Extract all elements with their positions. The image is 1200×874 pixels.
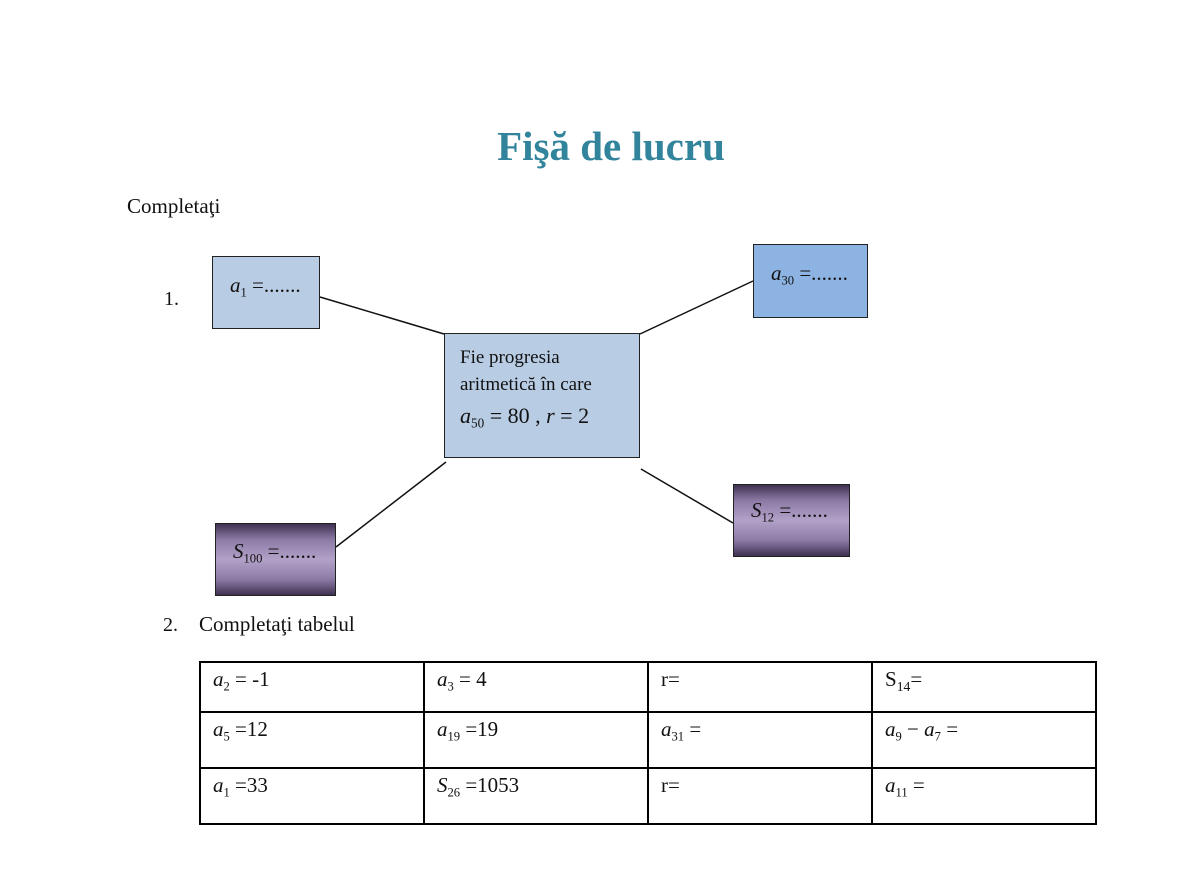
exercise-table: a2 = -1 a3 = 4 r= S14= a5 =12 a19 =19 a3… [199,661,1097,825]
table-cell: a3 = 4 [423,661,649,713]
box-a30-text: a30 =....... [771,261,848,288]
table-cell: a2 = -1 [199,661,425,713]
center-line-2: aritmetică în care [460,374,592,395]
box-a1-text: a1 =....... [230,273,301,300]
connector-s100 [335,461,447,548]
box-a1: a1 =....... [212,256,320,329]
section-2-heading: Completaţi tabelul [199,612,355,636]
box-s100-text: S100 =....... [233,539,317,566]
table-row: a2 = -1 a3 = 4 r= S14= [199,661,1097,713]
connector-s12 [640,468,734,524]
box-s100: S100 =....... [215,523,336,596]
table-cell: a5 =12 [199,711,425,769]
center-box-text: Fie progresia aritmetică în care a50 = 8… [460,344,592,431]
table-cell: S26 =1053 [423,767,649,825]
table-cell: a31 = [647,711,873,769]
connector-a1 [319,296,445,335]
table-cell: a1 =33 [199,767,425,825]
table-cell: r= [647,767,873,825]
worksheet-title: Fişă de lucru [497,123,725,169]
table-cell: a11 = [871,767,1097,825]
center-formula: a50 = 80 , r = 2 [460,403,590,431]
center-box-premise: Fie progresia aritmetică în care a50 = 8… [444,333,640,458]
table-row: a5 =12 a19 =19 a31 = a9 − a7 = [199,711,1097,769]
box-s12: S12 =....... [733,484,850,557]
center-line-1: Fie progresia [460,347,560,368]
table-cell: a19 =19 [423,711,649,769]
table-cell: S14= [871,661,1097,713]
table-row: a1 =33 S26 =1053 r= a11 = [199,767,1097,825]
intro-instruction: Completaţi [127,194,221,218]
box-s12-text: S12 =....... [751,498,828,525]
section-1-number: 1. [164,288,179,310]
box-a30: a30 =....... [753,244,868,318]
connector-a30 [639,280,754,335]
table-cell: a9 − a7 = [871,711,1097,769]
table-cell: r= [647,661,873,713]
section-2-number: 2. [163,614,178,636]
